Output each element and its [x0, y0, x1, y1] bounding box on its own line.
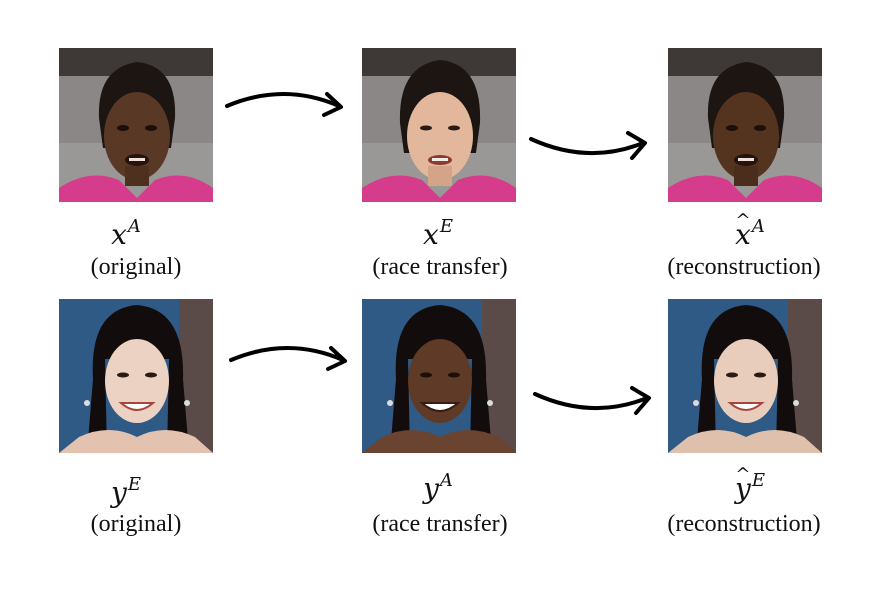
photo-x-race-transfer	[362, 48, 516, 202]
caption-reconstruction-row1: (reconstruction)	[667, 254, 821, 280]
label-x-E: xE	[423, 216, 453, 251]
arrow-row1-transfer-to-reconstruction	[529, 131, 647, 160]
photo-x-original	[59, 48, 213, 202]
caption-race-transfer-row1: (race transfer)	[372, 254, 508, 280]
hat-accent: ^	[735, 464, 751, 485]
caption-reconstruction-row2: (reconstruction)	[667, 511, 821, 537]
label-y-E: yE	[111, 474, 141, 509]
label-y-A: yA	[423, 470, 453, 505]
label-y-hat-E: ^yE	[670, 464, 830, 504]
hat-accent: ^	[735, 210, 751, 231]
photo-y-reconstruction	[668, 299, 822, 453]
label-x-hat-A: ^xA	[670, 210, 830, 250]
photo-y-original	[59, 299, 213, 453]
photo-x-reconstruction	[668, 48, 822, 202]
label-x-A: xA	[111, 216, 141, 251]
caption-race-transfer-row2: (race transfer)	[372, 511, 508, 537]
caption-original-row2: (original)	[90, 511, 182, 537]
photo-y-race-transfer	[362, 299, 516, 453]
arrow-row2-original-to-transfer	[229, 346, 347, 371]
caption-original-row1: (original)	[90, 254, 182, 280]
arrow-row1-original-to-transfer	[225, 92, 343, 117]
arrow-row2-transfer-to-reconstruction	[533, 386, 651, 415]
